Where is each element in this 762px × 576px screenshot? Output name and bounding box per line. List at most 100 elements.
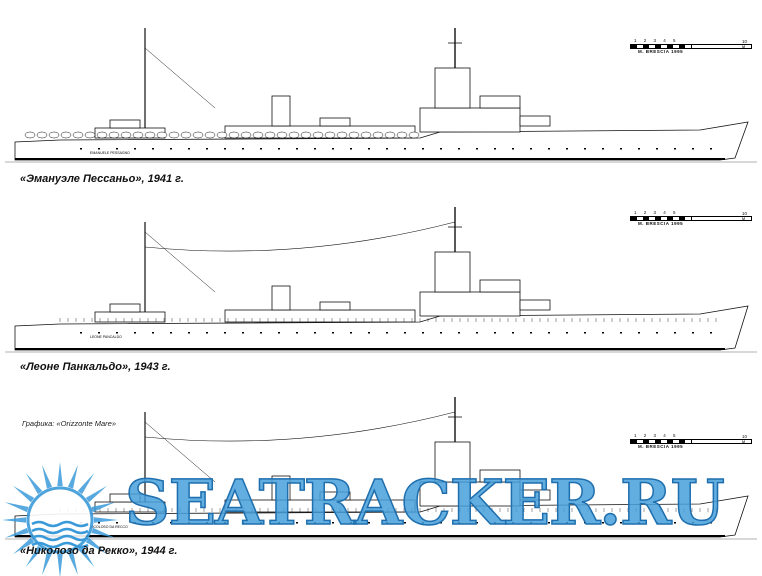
mine-rail-mine (24, 131, 36, 139)
porthole (350, 522, 352, 524)
porthole (152, 522, 154, 524)
mine-rail-mine (252, 131, 264, 139)
porthole (134, 332, 136, 334)
hull (14, 305, 749, 351)
hull-name: NICOLOSO DA RECCO (90, 525, 128, 529)
scale-author: M. BRESCIA 1995 (638, 49, 684, 54)
scale-unit: 10 м (742, 211, 748, 221)
bridge-deck (479, 95, 521, 109)
porthole (314, 148, 316, 150)
porthole (530, 522, 532, 524)
porthole (710, 332, 712, 334)
porthole (638, 522, 640, 524)
mine-rail-mine (96, 131, 108, 139)
forward-superstructure (419, 481, 521, 507)
porthole (332, 522, 334, 524)
mine-rail-mine (408, 131, 420, 139)
bridge-deck (479, 279, 521, 293)
porthole (512, 148, 514, 150)
mast-stay (144, 47, 216, 109)
mine-rail-mine (228, 131, 240, 139)
porthole (224, 332, 226, 334)
porthole (494, 148, 496, 150)
aft-gun-turret (109, 119, 141, 129)
porthole (206, 148, 208, 150)
watermark-sun-ray (42, 464, 53, 489)
watermark-sun-ray (25, 545, 43, 567)
mine-rail-mine (72, 131, 84, 139)
mine-rail-mine (336, 131, 348, 139)
watermark-sun-ray (13, 485, 35, 503)
watermark-sun-ray (57, 553, 63, 576)
porthole (188, 522, 190, 524)
mine-rail-mine (348, 131, 360, 139)
bridge-tower (434, 67, 471, 109)
porthole (422, 332, 424, 334)
scale-numbers: 1 2 3 4 5 (634, 433, 679, 438)
bridge-deck (479, 469, 521, 483)
porthole (206, 522, 208, 524)
radio-antenna (144, 221, 456, 252)
porthole (476, 332, 478, 334)
porthole (710, 148, 712, 150)
porthole (710, 522, 712, 524)
porthole (242, 148, 244, 150)
porthole (620, 522, 622, 524)
mine-rail-mine (156, 131, 168, 139)
scale-author: M. BRESCIA 1995 (638, 221, 684, 226)
watermark-sun-ray (57, 462, 63, 487)
forward-gun-turret (519, 115, 551, 127)
porthole (116, 332, 118, 334)
porthole (368, 522, 370, 524)
aft-gun-turret (109, 303, 141, 313)
porthole (674, 148, 676, 150)
porthole (638, 332, 640, 334)
porthole (80, 148, 82, 150)
scale-numbers: 1 2 3 4 5 (634, 38, 679, 43)
porthole (602, 148, 604, 150)
porthole (656, 522, 658, 524)
watermark-sun-ray (67, 551, 78, 576)
watermark-sun-ray (67, 464, 78, 489)
porthole (188, 332, 190, 334)
porthole (548, 332, 550, 334)
porthole (332, 332, 334, 334)
watermark-wave (31, 534, 89, 542)
porthole (242, 522, 244, 524)
watermark-wave (31, 520, 89, 528)
mine-rail-mine (192, 131, 204, 139)
porthole (584, 522, 586, 524)
mine-rail-mine (324, 131, 336, 139)
midships-gun-turret (319, 117, 351, 127)
porthole (350, 332, 352, 334)
watermark-wave (31, 527, 89, 535)
porthole (278, 522, 280, 524)
porthole (620, 148, 622, 150)
mine-rail-mine (216, 131, 228, 139)
mast-stay (144, 421, 216, 483)
forward-gun-turret (519, 489, 551, 501)
watermark-text: SEATRACKER.RU (124, 466, 725, 539)
porthole (368, 332, 370, 334)
watermark-sun-ray (77, 473, 95, 495)
porthole (116, 148, 118, 150)
porthole (116, 522, 118, 524)
forward-superstructure (419, 107, 521, 133)
porthole (656, 148, 658, 150)
porthole (602, 332, 604, 334)
porthole (80, 332, 82, 334)
scale-unit: 10 м (742, 434, 748, 444)
funnel (271, 95, 291, 127)
porthole (224, 148, 226, 150)
mast-stay (144, 231, 216, 293)
porthole (134, 148, 136, 150)
porthole (602, 522, 604, 524)
mine-rail-mine (48, 131, 60, 139)
bridge-tower (434, 251, 471, 293)
porthole (692, 332, 694, 334)
porthole (386, 522, 388, 524)
funnel (271, 475, 291, 501)
mine-rail-mine (396, 131, 408, 139)
